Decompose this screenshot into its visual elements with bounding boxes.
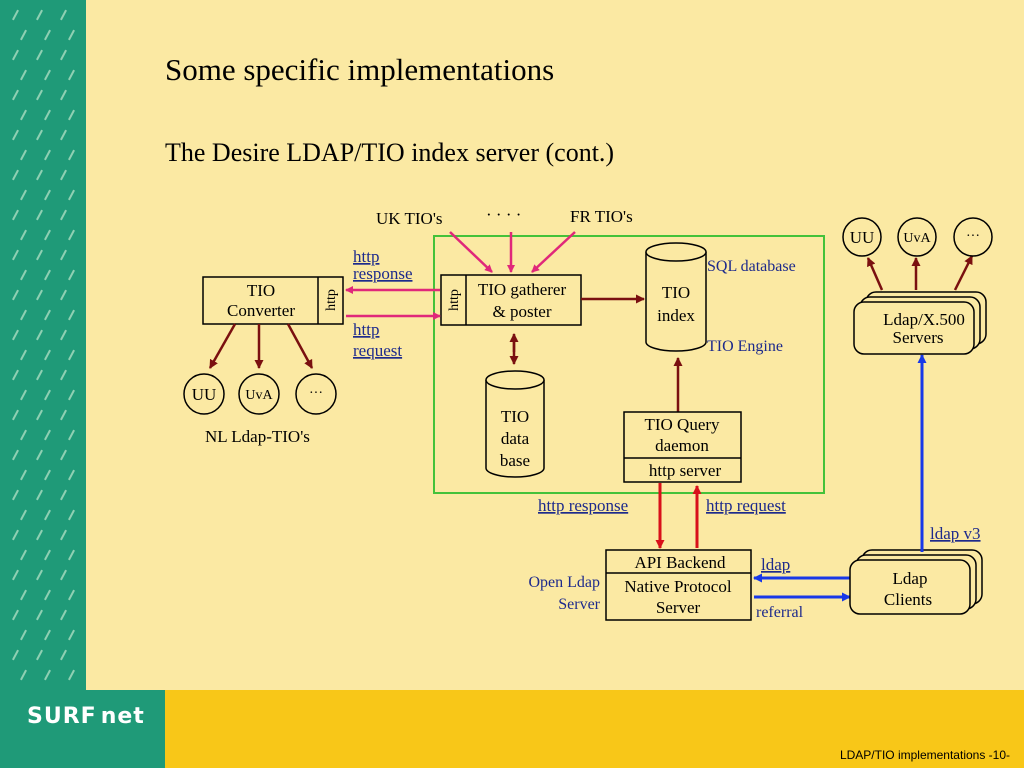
svg-text:TIO: TIO xyxy=(662,283,690,302)
tio-database-cylinder: TIO data base xyxy=(485,370,545,478)
svg-text:···: ··· xyxy=(309,386,323,401)
http-request-left-line2: request xyxy=(353,341,402,360)
servers-to-more-arrow xyxy=(953,255,974,291)
sidebar-decoration xyxy=(0,0,86,690)
svg-text:Ldap/X.500: Ldap/X.500 xyxy=(883,310,965,329)
ldap-clients-stack: Ldap Clients xyxy=(849,549,983,615)
svg-text:data: data xyxy=(501,429,530,448)
nl-caption: NL Ldap-TIO's xyxy=(205,427,310,446)
footer-page-label: LDAP/TIO implementations -10- xyxy=(839,748,1010,762)
svg-text:UvA: UvA xyxy=(245,388,273,403)
tio-gatherer-box: http TIO gatherer & poster xyxy=(440,274,582,326)
gatherer-line2: & poster xyxy=(492,302,551,321)
tio-engine-frame xyxy=(433,235,825,494)
svg-text:UU: UU xyxy=(192,385,217,404)
fr-to-gatherer-arrow xyxy=(531,231,576,273)
open-ldap-line2: Server xyxy=(558,596,600,613)
http-request-left-line1: http xyxy=(353,320,379,339)
tio-index-cylinder: TIO index xyxy=(645,242,707,352)
converter-line1: TIO xyxy=(247,281,275,300)
svg-text:base: base xyxy=(500,451,530,470)
open-ldap-line1: Open Ldap xyxy=(528,574,600,591)
tio-engine-label: TIO Engine xyxy=(707,338,783,355)
logo-part-surf: SURF xyxy=(27,704,97,729)
ldap-v3-label: ldap v3 xyxy=(930,524,981,543)
svg-text:Clients: Clients xyxy=(884,590,932,609)
nl-node-more: ··· xyxy=(295,373,337,415)
gatherer-line1: TIO gatherer xyxy=(478,280,567,299)
converter-to-more-arrow xyxy=(286,323,314,369)
nl-node-uu: UU xyxy=(183,373,225,415)
svg-text:Ldap: Ldap xyxy=(893,569,928,588)
x500-servers-stack: Ldap/X.500 Servers xyxy=(853,291,987,355)
top-node-uva: UvA xyxy=(897,217,937,257)
svg-text:···: ··· xyxy=(966,229,980,244)
nl-node-uva: UvA xyxy=(238,373,280,415)
uk-to-gatherer-arrow xyxy=(449,231,493,273)
svg-text:Native Protocol: Native Protocol xyxy=(624,577,731,596)
svg-text:Servers: Servers xyxy=(893,328,944,347)
converter-http-tab: http xyxy=(324,289,339,311)
http-response-left-line2: response xyxy=(353,264,412,283)
converter-to-uu-arrow xyxy=(208,323,237,369)
ldap-label: ldap xyxy=(761,555,790,574)
sql-database-label: SQL database xyxy=(707,258,796,275)
svg-text:TIO: TIO xyxy=(501,407,529,426)
http-response-bottom-label: http response xyxy=(538,496,628,515)
svg-text:daemon: daemon xyxy=(655,436,709,455)
gatherer-http-tab: http xyxy=(447,289,462,311)
slide-title: Some specific implementations xyxy=(165,52,555,87)
svg-text:index: index xyxy=(657,306,695,325)
sources-dots-label: · · · · xyxy=(486,205,521,224)
referral-label: referral xyxy=(756,604,804,621)
tio-query-daemon-box: TIO Query daemon http server xyxy=(623,411,742,483)
api-backend-box: API Backend Native Protocol Server xyxy=(605,549,752,621)
svg-text:UvA: UvA xyxy=(903,231,931,246)
uk-tio-label: UK TIO's xyxy=(376,209,443,228)
http-request-bottom-label: http request xyxy=(706,496,786,515)
svg-text:Server: Server xyxy=(656,598,701,617)
slide-subtitle: The Desire LDAP/TIO index server (cont.) xyxy=(165,138,615,167)
svg-text:http server: http server xyxy=(649,461,722,480)
converter-line2: Converter xyxy=(227,301,295,320)
top-node-uu: UU xyxy=(842,217,882,257)
tio-converter-box: TIO Converter http xyxy=(202,276,344,325)
fr-tio-label: FR TIO's xyxy=(570,207,633,226)
svg-text:UU: UU xyxy=(850,228,875,247)
logo-part-net: net xyxy=(100,704,145,729)
svg-text:API Backend: API Backend xyxy=(634,553,726,572)
http-response-left-line1: http xyxy=(353,247,379,266)
servers-to-uu-arrow xyxy=(866,257,884,291)
svg-text:TIO Query: TIO Query xyxy=(644,415,720,434)
top-node-more: ··· xyxy=(953,217,993,257)
